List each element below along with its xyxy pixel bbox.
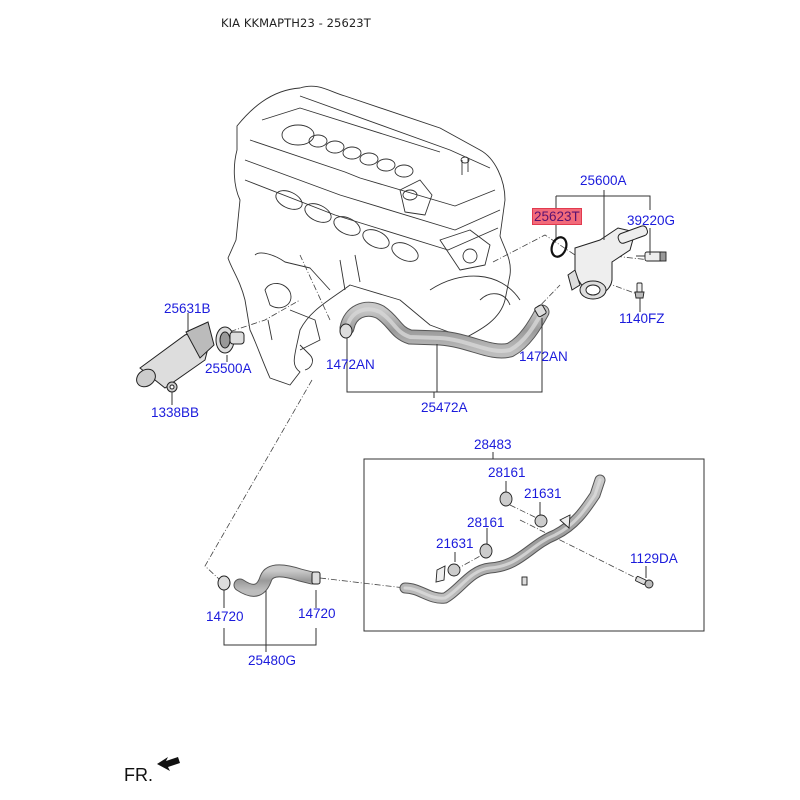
clamp-14720-right: [311, 571, 321, 585]
clamp-1472an-right: [534, 304, 547, 318]
part-label-1472an-right[interactable]: 1472AN: [519, 349, 568, 364]
front-orientation-label: FR.: [124, 765, 153, 785]
part-label-25623t-selected[interactable]: 25623T: [532, 208, 582, 225]
part-label-25631b[interactable]: 25631B: [164, 301, 211, 316]
bolt-1140fz: [634, 282, 645, 299]
part-label-1472an-left[interactable]: 1472AN: [326, 357, 375, 372]
page-title: KIA KKMAPTH23 - 25623T: [221, 16, 371, 30]
part-label-21631-top[interactable]: 21631: [524, 486, 562, 501]
temp-sensor-39220g: [636, 251, 667, 262]
thermostat-cover-25631b: [136, 321, 215, 389]
callout-lines: [171, 190, 705, 652]
clamp-14720-left: [217, 575, 231, 591]
thermostat-25500a: [215, 326, 245, 354]
part-label-25600a[interactable]: 25600A: [580, 173, 627, 188]
clamp-1472an-left: [339, 323, 353, 339]
front-direction-arrow-icon: [157, 757, 180, 771]
part-label-28161-top[interactable]: 28161: [488, 465, 526, 480]
part-label-28161-bottom[interactable]: 28161: [467, 515, 505, 530]
part-label-1338bb[interactable]: 1338BB: [151, 405, 200, 420]
part-label-25472a[interactable]: 25472A: [421, 400, 468, 415]
part-label-1140fz[interactable]: 1140FZ: [619, 311, 665, 326]
engine-block-illustration: [227, 85, 521, 386]
part-label-28483[interactable]: 28483: [474, 437, 512, 452]
part-label-21631-bottom[interactable]: 21631: [436, 536, 474, 551]
part-label-39220g[interactable]: 39220G: [627, 213, 676, 228]
nut-1338bb: [166, 381, 178, 393]
part-label-1129da[interactable]: 1129DA: [630, 551, 678, 566]
part-label-14720-right[interactable]: 14720: [298, 606, 336, 621]
o-ring-25623t: [550, 236, 568, 258]
dash-leader-lines: [204, 234, 651, 589]
part-label-25500a[interactable]: 25500A: [205, 361, 252, 376]
part-label-25480g[interactable]: 25480G: [248, 653, 297, 668]
grommets: [435, 491, 571, 586]
bolt-1129da: [635, 575, 654, 589]
water-outlet-fitting-25600a: [567, 225, 648, 300]
part-label-14720-left[interactable]: 14720: [206, 609, 244, 624]
